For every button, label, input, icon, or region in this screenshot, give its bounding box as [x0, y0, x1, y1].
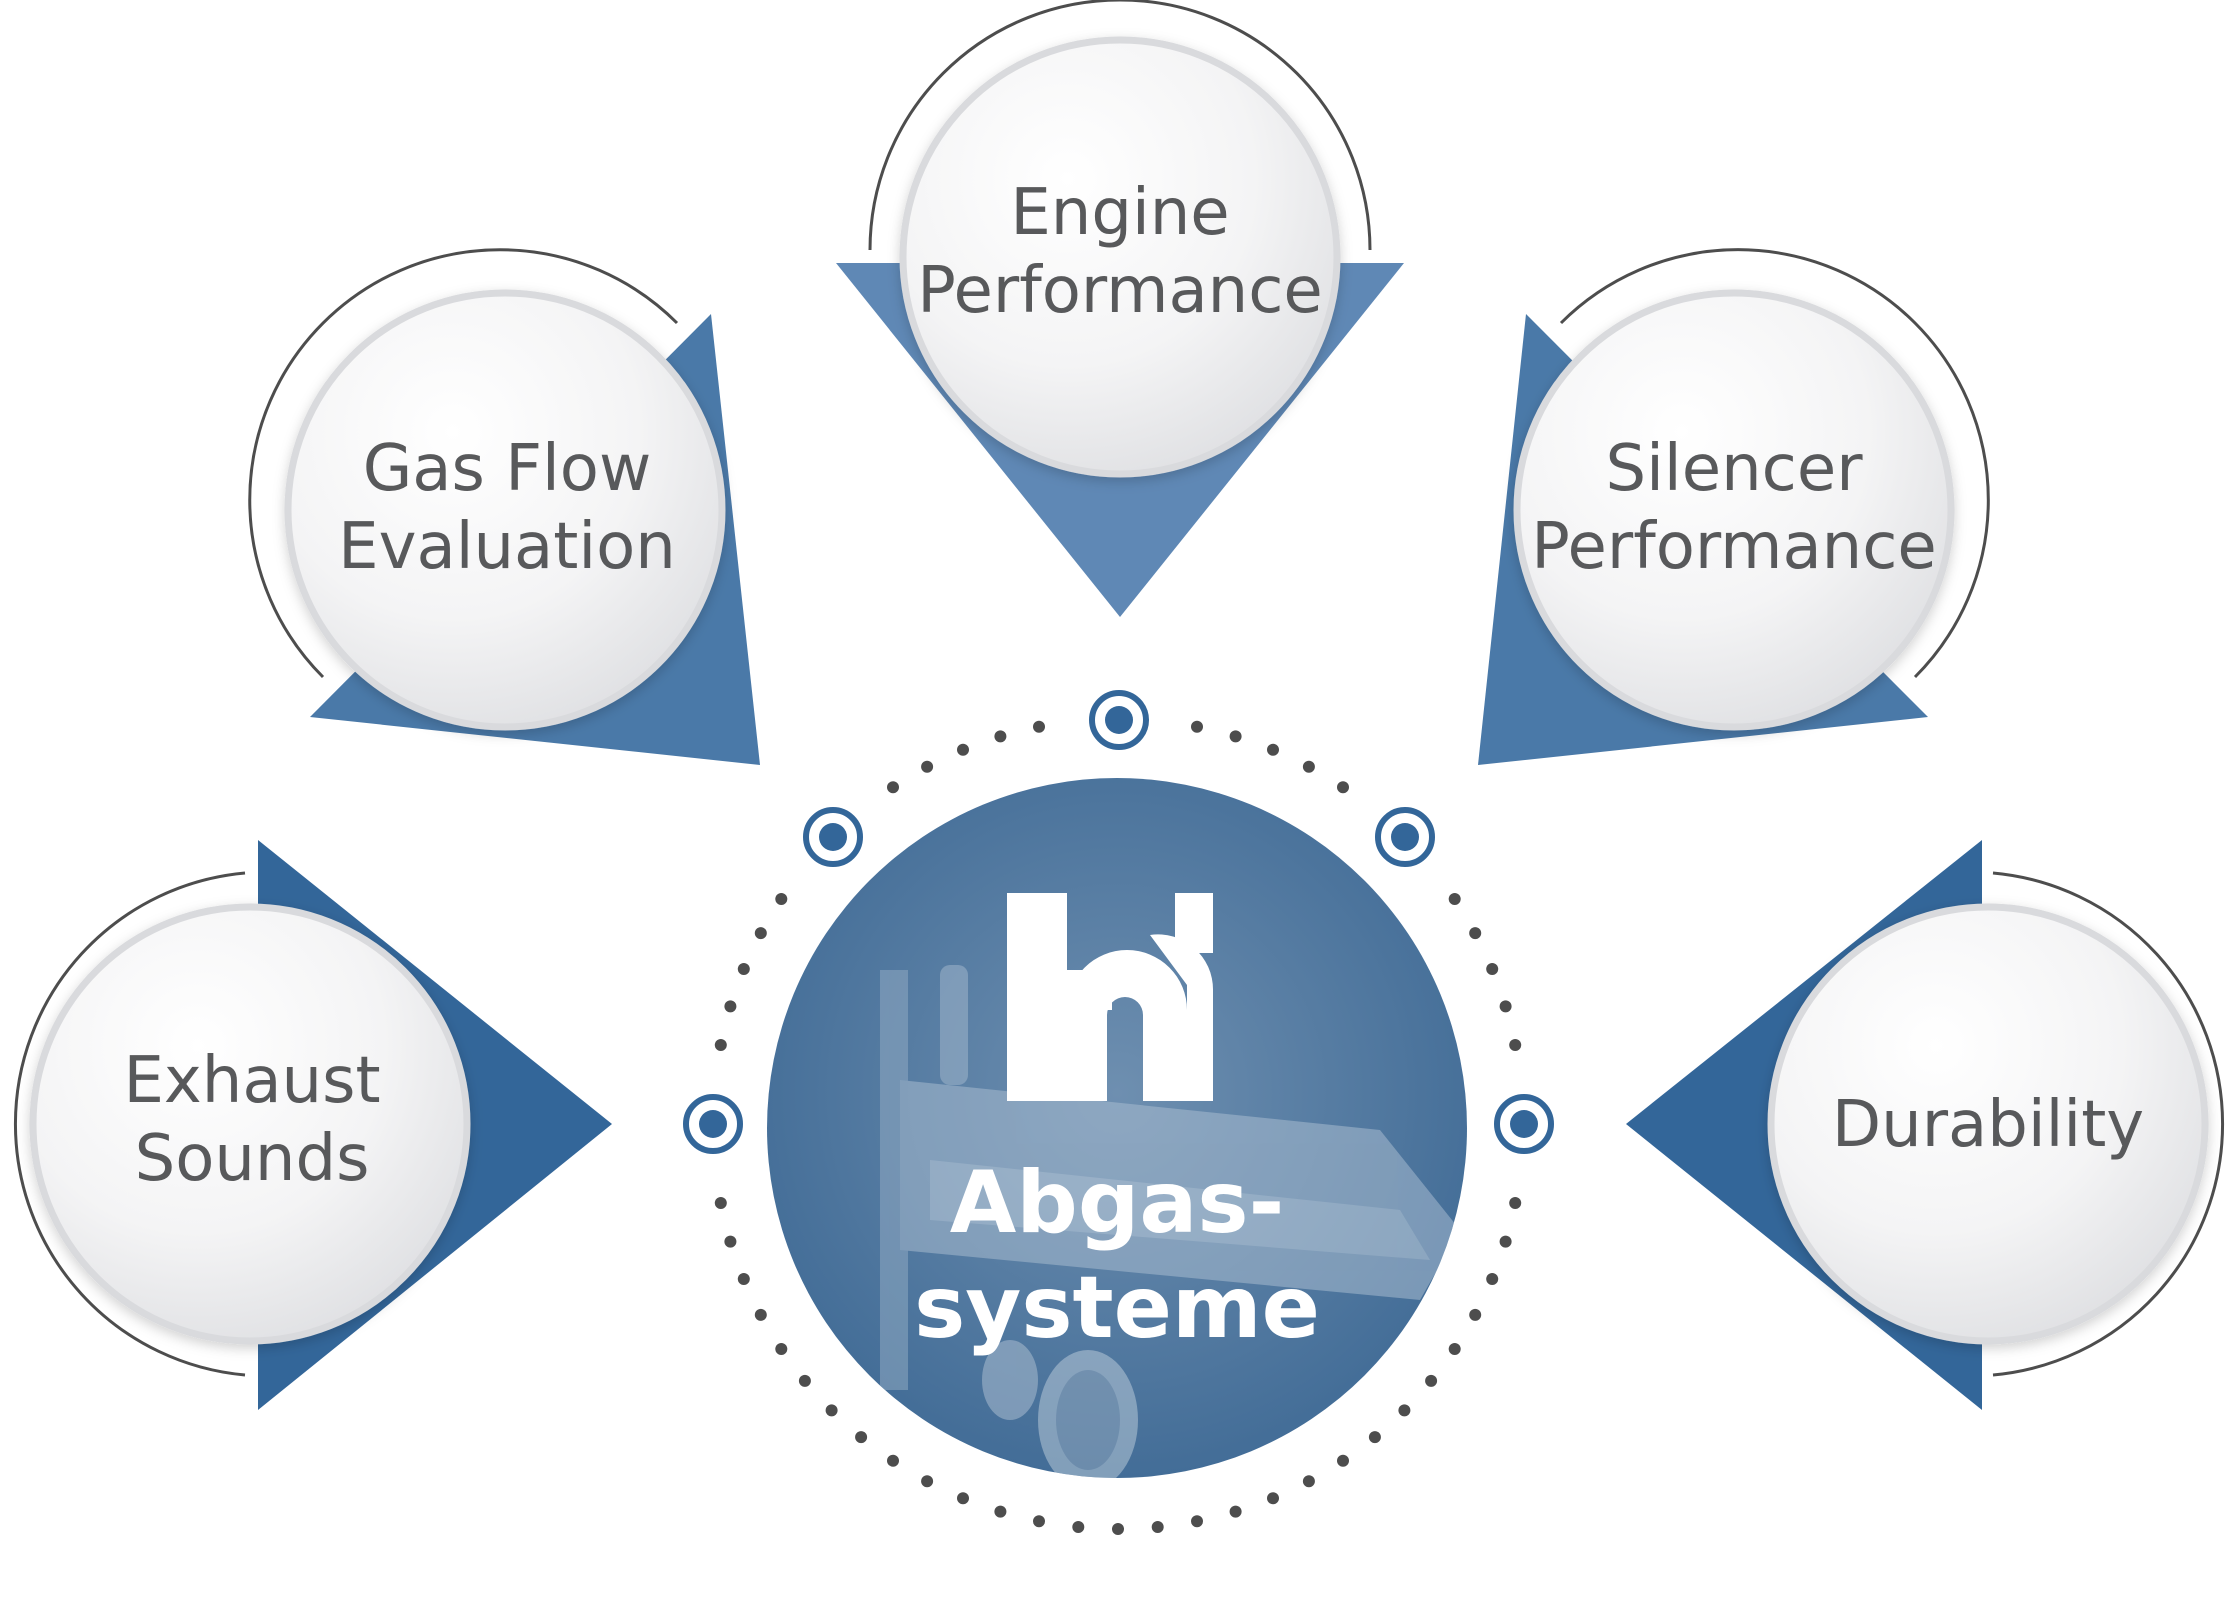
ring-dot	[1229, 730, 1242, 743]
gas-flow-label-line1: Gas Flow	[363, 432, 652, 506]
ring-dot	[1072, 1521, 1085, 1533]
ring-dot	[1499, 1000, 1512, 1013]
ring-dot	[1302, 1475, 1315, 1488]
center-title-line1: Abgas-	[950, 1153, 1285, 1253]
center-title-line2: systeme	[914, 1258, 1320, 1358]
ring-dot	[737, 1273, 750, 1285]
target-marker-left	[683, 1094, 743, 1154]
engine-bubble[interactable]	[899, 36, 1341, 478]
gas-flow-bubble[interactable]	[284, 289, 726, 731]
target-marker-top	[1089, 690, 1149, 750]
exhaust-bubble[interactable]	[29, 903, 471, 1345]
ring-dot	[1499, 1235, 1512, 1248]
ring-dot	[994, 730, 1007, 743]
ring-dot	[921, 760, 934, 773]
ring-dot	[724, 1235, 737, 1248]
ring-dot	[1112, 1523, 1124, 1535]
silencer-bubble[interactable]	[1513, 289, 1955, 731]
hi-logo-icon	[1007, 893, 1214, 1101]
gas-flow-label-line2: Evaluation	[338, 510, 676, 584]
ring-dot	[1398, 1404, 1411, 1417]
ring-dot	[1486, 963, 1499, 975]
ring-dot	[1033, 720, 1045, 733]
ring-dot	[1229, 1505, 1242, 1518]
ring-dot	[1448, 1343, 1461, 1355]
ring-dot	[754, 927, 767, 940]
ring-dot	[1337, 1454, 1349, 1467]
ring-dot	[1486, 1273, 1499, 1285]
ring-dot	[1033, 1515, 1045, 1528]
exhaust-label-line2: Sounds	[135, 1122, 370, 1196]
silencer-arc	[1559, 248, 1990, 679]
ring-dot	[1302, 760, 1315, 773]
ring-dot	[798, 1374, 811, 1387]
ring-dot	[714, 1197, 727, 1209]
target-marker-upper-right	[1375, 807, 1435, 867]
silencer-label-line2: Performance	[1531, 510, 1937, 584]
silencer-label-line1: Silencer	[1606, 432, 1864, 506]
exhaust-label-line1: Exhaust	[123, 1044, 380, 1118]
durability-arc	[1992, 871, 2224, 1377]
ring-dot	[724, 1000, 737, 1013]
durability-label: Durability	[1832, 1088, 2144, 1162]
ring-dot	[1425, 1374, 1438, 1387]
ring-dot	[957, 1492, 969, 1505]
ring-dot	[737, 963, 750, 975]
ring-dot	[887, 781, 899, 794]
ring-dot	[714, 1039, 727, 1051]
gas-flow-arc	[248, 248, 679, 679]
ring-dot	[855, 1431, 868, 1444]
center-hub: Abgas- systeme	[767, 778, 1467, 1478]
ring-dot	[1267, 1492, 1279, 1505]
exhaust-photo	[880, 965, 1460, 1478]
target-marker-upper-left	[803, 807, 863, 867]
dotted-ring	[714, 720, 1522, 1535]
ring-dot	[957, 743, 969, 756]
ring-dot	[994, 1505, 1007, 1518]
ring-dot	[1448, 893, 1461, 905]
engine-label-line2: Performance	[917, 254, 1323, 328]
ring-dot	[921, 1475, 934, 1488]
ring-dot	[775, 893, 788, 905]
ring-dot	[1267, 743, 1279, 756]
ring-dot	[1469, 927, 1482, 940]
ring-dot	[1509, 1197, 1522, 1209]
ring-dot	[1337, 781, 1349, 794]
ring-dot	[1469, 1308, 1482, 1321]
ring-dot	[887, 1454, 899, 1467]
ring-dot	[775, 1343, 788, 1355]
target-marker-right	[1494, 1094, 1554, 1154]
ring-dot	[1509, 1039, 1522, 1051]
durability-bubble[interactable]	[1767, 903, 2209, 1345]
exhaust-arc	[14, 871, 246, 1377]
ring-dot	[1151, 1521, 1164, 1533]
target-markers	[683, 690, 1554, 1154]
ring-dot	[825, 1404, 838, 1417]
ring-dot	[1191, 720, 1203, 733]
ring-dot	[1191, 1515, 1203, 1528]
ring-dot	[754, 1308, 767, 1321]
ring-dot	[1368, 1431, 1381, 1444]
engine-arc	[868, 0, 1372, 251]
engine-label-line1: Engine	[1010, 176, 1229, 250]
